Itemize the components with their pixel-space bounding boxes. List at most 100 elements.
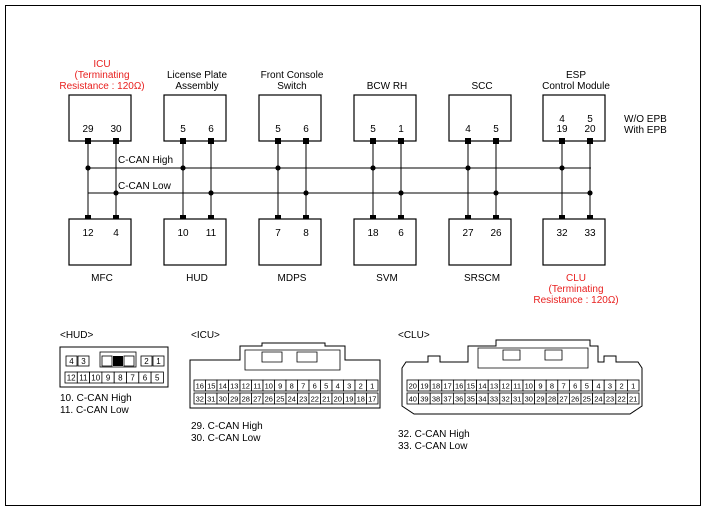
clu-r2-pin-16: 24 [594,395,602,404]
top-module-title-4-line-0: SCC [471,81,492,92]
bottom-terminal-3-b [398,215,404,221]
bottom-module-label-2-line-0: MDPS [278,273,307,284]
bottom-module-pin-4-b: 26 [490,228,502,239]
hud-r2-pin-2: 10 [91,374,100,383]
clu-r2-pin-17: 23 [606,395,614,404]
top-module-pin-1-a: 5 [180,124,186,135]
icu-r1-pin-2: 14 [219,382,227,391]
hud-r2-pin-3: 9 [106,374,111,383]
clu-r2-pin-4: 36 [455,395,463,404]
clu-r2-pin-14: 26 [571,395,579,404]
bottom-module-label-5-line-1: (Terminating [548,284,603,295]
top-module-title-5-line-1: Control Module [542,81,610,92]
bottom-module-box-5 [542,218,606,266]
clu-r1-pin-5: 15 [467,382,475,391]
clu-r2-pin-12: 28 [548,395,556,404]
icu-r1-pin-14: 2 [359,382,363,391]
icu-r1-pin-12: 4 [336,382,340,391]
top-terminal-4-a [465,138,471,144]
clu-r2-pin-11: 29 [536,395,544,404]
bottom-module-label-3-line-0: SVM [376,273,398,284]
top-module-title-0-line-1: (Terminating [74,70,129,81]
bottom-module-label-5-line-0: CLU [566,273,586,284]
icu-r2-pin-2: 30 [219,395,227,404]
hud-r1-pin-3: 2 [144,357,149,366]
junction-bottom-low-1 [208,190,214,196]
bottom-module-label-0-line-0: MFC [91,273,113,284]
hud-r1-cell-3 [140,355,153,367]
clu-r2-pin-8: 32 [501,395,509,404]
icu-r2-pin-4: 28 [242,395,250,404]
top-module-box-0 [68,94,132,142]
top-module-box-3 [353,94,417,142]
top-terminal-2-b [303,138,309,144]
clu-connector-latch [477,347,589,369]
top-terminal-0-b [113,138,119,144]
hud-r1-cell-2c [123,355,135,367]
hud-r2-pin-6: 6 [143,374,148,383]
hud-note-1: 11. C-CAN Low [60,405,130,416]
hud-connector-title: <HUD> [60,330,94,341]
clu-r1-pin-8: 12 [501,382,509,391]
junction-bottom-high-1 [180,165,186,171]
top-terminal-2-a [275,138,281,144]
hud-r1-cell-0 [65,355,78,367]
icu-r2-pin-11: 21 [322,395,330,404]
bottom-terminal-2-b [303,215,309,221]
bottom-module-pin-4-a: 27 [462,228,474,239]
icu-r2-pin-0: 32 [196,395,204,404]
icu-note-0: 29. C-CAN High [191,421,263,432]
bottom-module-pin-5-b: 33 [584,228,596,239]
top-module-pin-3-a: 5 [370,124,376,135]
top-terminal-4-b [493,138,499,144]
clu-r2-pin-1: 39 [420,395,428,404]
icu-r1-pin-7: 9 [278,382,282,391]
clu-r2-pin-2: 38 [432,395,440,404]
hud-r2-cell-7 [150,371,164,384]
top-terminal-5-b [587,138,593,144]
bottom-terminal-3-a [370,215,376,221]
bottom-terminal-1-a [180,215,186,221]
top-module-box-4 [448,94,512,142]
bottom-module-pin-3-b: 6 [398,228,404,239]
icu-r2-pin-5: 27 [253,395,261,404]
bottom-terminal-0-b [113,215,119,221]
clu-r2-pin-18: 22 [617,395,625,404]
hud-r1-cell-2b [113,356,123,366]
esp-pin-woepb-b: 5 [587,114,593,125]
icu-r1-pin-10: 6 [313,382,317,391]
diagram-frame [5,5,701,506]
clu-r2-pin-9: 31 [513,395,521,404]
clu-r1-pin-4: 16 [455,382,463,391]
icu-r1-cell-15 [366,379,379,392]
bottom-module-box-4 [448,218,512,266]
esp-pin-epb-a: 19 [556,124,568,135]
can-low-label: C-CAN Low [118,181,172,192]
top-terminal-3-a [370,138,376,144]
clu-r2-pin-19: 21 [629,395,637,404]
top-module-pin-1-b: 6 [208,124,214,135]
icu-r2-pin-3: 29 [230,395,238,404]
top-module-box-2 [258,94,322,142]
hud-connector-key [99,351,137,368]
top-module-title-2-line-1: Switch [277,81,306,92]
clu-r2-pin-10: 30 [525,395,533,404]
hud-r1-pin-4: 1 [156,357,161,366]
hud-r1-cell-4 [152,355,165,367]
clu-r2-pin-3: 37 [443,395,451,404]
clu-r1-pin-14: 6 [573,382,577,391]
esp-pin-woepb-a: 4 [559,114,565,125]
bottom-terminal-4-a [465,215,471,221]
icu-r2-pin-7: 25 [276,395,284,404]
bottom-module-box-3 [353,218,417,266]
icu-r1-pin-0: 16 [196,382,204,391]
hud-r2-pin-4: 8 [118,374,123,383]
bottom-module-box-0 [68,218,132,266]
hud-r2-pin-1: 11 [79,374,88,383]
clu-r2-pin-15: 25 [583,395,591,404]
junction-bottom-low-4 [493,190,499,196]
clu-r2-pin-13: 27 [559,395,567,404]
icu-r2-pin-6: 26 [265,395,273,404]
bottom-module-pin-2-a: 7 [275,228,281,239]
